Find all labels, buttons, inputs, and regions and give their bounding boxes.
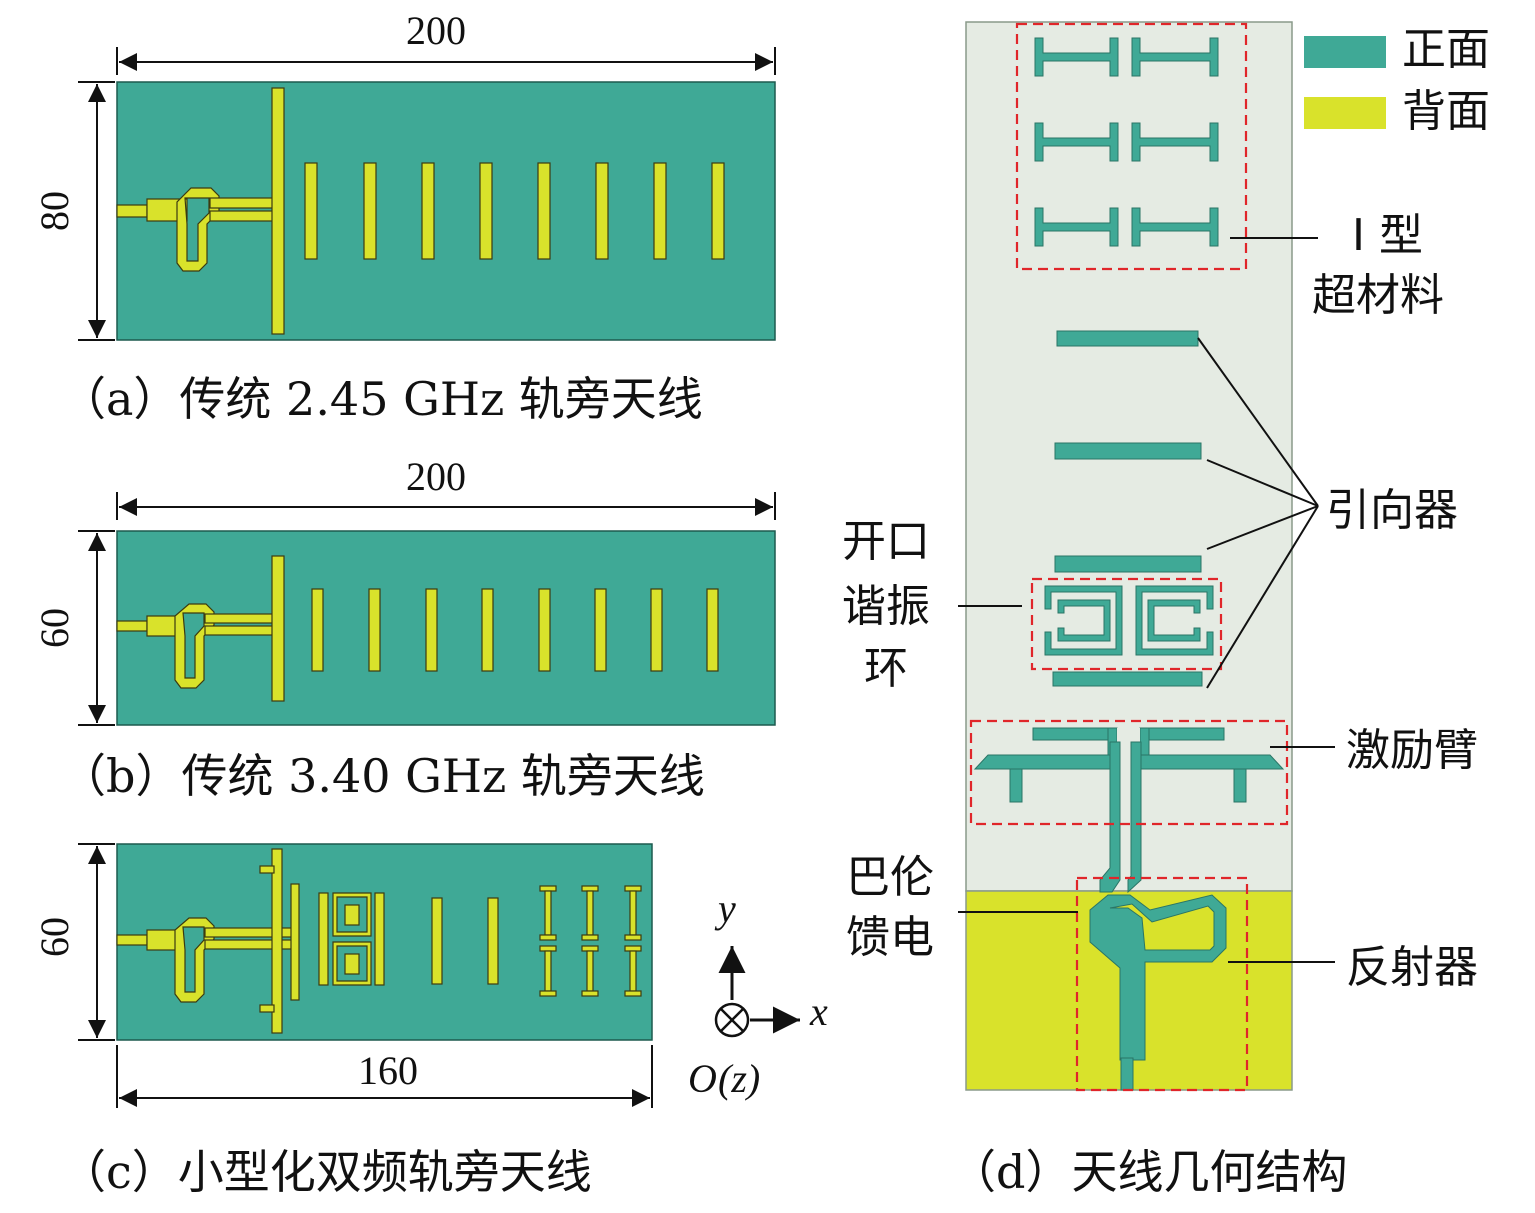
x-axis-label: x — [809, 989, 828, 1034]
feed-line — [1099, 741, 1121, 893]
caption-a: （a）传统 2.45 GHz 轨旁天线 — [60, 372, 703, 426]
width-label-b: 200 — [406, 454, 466, 499]
front-traces — [973, 37, 1285, 1091]
y-axis-label: y — [714, 886, 736, 931]
label-balun-2: 馈电 — [846, 912, 934, 963]
panel-b: 200 60 （b）传统 3.40 GHz 轨旁天线 — [32, 454, 776, 803]
legend-label-back: 背面 — [1402, 86, 1490, 137]
label-driven-arm: 激励臂 — [1346, 725, 1478, 776]
origin-label: O — [688, 1056, 717, 1101]
metamaterial-box — [1015, 22, 1248, 271]
legend: 正面 背面 — [1304, 24, 1490, 137]
legend-label-front: 正面 — [1402, 24, 1490, 75]
caption-b: （b）传统 3.40 GHz 轨旁天线 — [60, 749, 705, 803]
i-metamaterial-array — [1034, 37, 1219, 247]
label-metamaterial-2: 超材料 — [1312, 270, 1444, 321]
panel-d: 正面 背面 I 型 超材料 引向器 开口 谐振 环 激励臂 巴伦 馈电 反射器 … — [842, 21, 1490, 1199]
director-3 — [1054, 555, 1202, 573]
height-label-b: 60 — [32, 608, 77, 648]
z-axis-label: (z) — [718, 1056, 760, 1101]
width-label-a: 200 — [406, 8, 466, 53]
label-balun-1: 巴伦 — [846, 852, 934, 903]
balun-loop — [1089, 894, 1227, 1061]
legend-swatch-back — [1304, 97, 1386, 129]
panel-c: 60 — [32, 843, 653, 1199]
width-label-c: 160 — [358, 1048, 418, 1093]
height-label-c: 60 — [32, 917, 77, 957]
axis-indicator: y x O (z) — [688, 886, 828, 1101]
height-label-a: 80 — [32, 191, 77, 231]
caption-c: （c）小型化双频轨旁天线 — [60, 1145, 592, 1199]
caption-d: （d）天线几何结构 — [950, 1145, 1347, 1199]
highlight-boxes — [969, 22, 1289, 1092]
director-2 — [1054, 442, 1202, 460]
legend-swatch-front — [1304, 36, 1386, 68]
leader-lines — [958, 237, 1335, 963]
label-directors: 引向器 — [1326, 485, 1458, 536]
antenna-a-traces — [116, 87, 725, 335]
driven-arm-box — [969, 719, 1289, 826]
panel-a: 200 80 （a）传统 2.45 GHz 轨旁天线 — [32, 8, 776, 426]
director-1 — [1056, 330, 1199, 347]
reflector-box — [1075, 876, 1249, 1092]
srr-box — [1030, 577, 1223, 671]
split-ring-resonator — [1044, 585, 1214, 656]
antenna-c-traces — [116, 848, 642, 1034]
label-srr-3: 环 — [864, 643, 908, 694]
label-srr-2: 谐振 — [842, 581, 930, 632]
label-metamaterial-1: I 型 — [1352, 210, 1423, 261]
label-reflector: 反射器 — [1346, 942, 1478, 993]
label-srr-1: 开口 — [842, 516, 930, 567]
director-4 — [1052, 671, 1203, 687]
antenna-b-traces — [116, 555, 719, 702]
